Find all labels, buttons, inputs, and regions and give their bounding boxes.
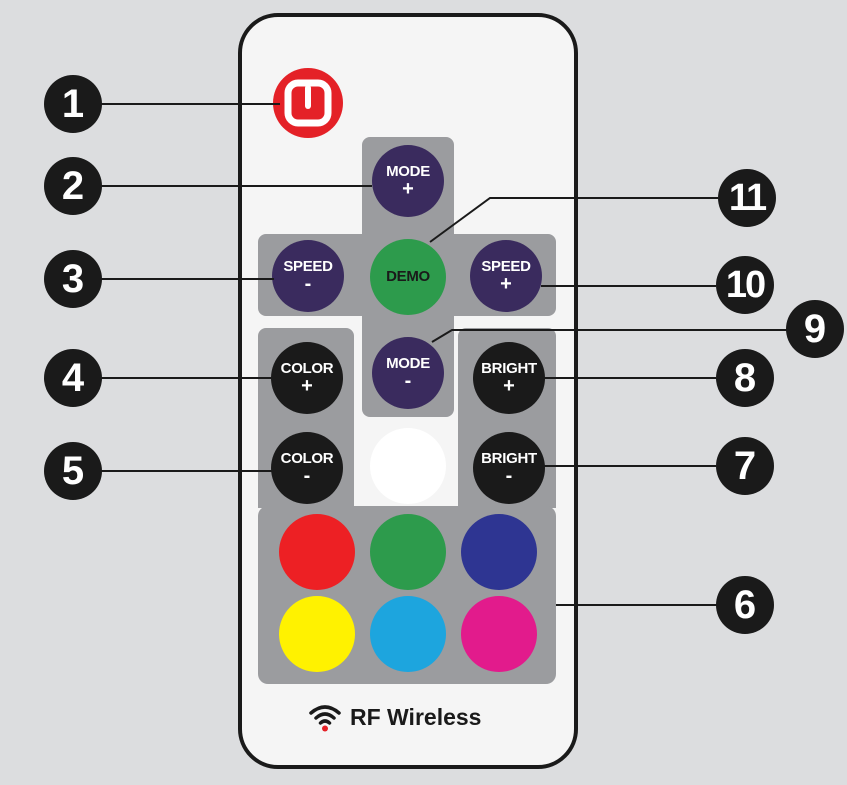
mode-plus-sign: + bbox=[402, 177, 414, 200]
mode-plus-label: MODE bbox=[386, 163, 430, 181]
speed-plus-label: SPEED bbox=[481, 258, 531, 276]
color-plus-button[interactable]: COLOR + bbox=[271, 342, 343, 414]
callout-1: 1 bbox=[44, 75, 102, 133]
rf-wireless-label: RF Wireless bbox=[350, 703, 482, 730]
power-button[interactable] bbox=[273, 68, 343, 138]
bright-plus-sign: + bbox=[503, 374, 515, 397]
callout-10: 10 bbox=[716, 256, 774, 314]
mode-minus-sign: - bbox=[404, 369, 412, 392]
demo-label: DEMO bbox=[386, 268, 430, 286]
color-swatch-yellow[interactable] bbox=[279, 596, 355, 672]
color-swatch-green[interactable] bbox=[370, 514, 446, 590]
callout-7: 7 bbox=[716, 437, 774, 495]
speed-minus-label: SPEED bbox=[283, 258, 333, 276]
power-icon bbox=[284, 79, 332, 127]
callout-3: 3 bbox=[44, 250, 102, 308]
mode-plus-button[interactable]: MODE + bbox=[372, 145, 444, 217]
bright-plus-button[interactable]: BRIGHT + bbox=[473, 342, 545, 414]
color-swatch-blue[interactable] bbox=[461, 514, 537, 590]
callout-6: 6 bbox=[716, 576, 774, 634]
bright-plus-label: BRIGHT bbox=[481, 360, 537, 378]
callout-9: 9 bbox=[786, 300, 844, 358]
rf-wireless-footer: RF Wireless bbox=[308, 700, 528, 734]
color-minus-label: COLOR bbox=[280, 450, 334, 468]
color-minus-button[interactable]: COLOR - bbox=[271, 432, 343, 504]
speed-plus-button[interactable]: SPEED + bbox=[470, 240, 542, 312]
mode-minus-button[interactable]: MODE - bbox=[372, 337, 444, 409]
speed-minus-sign: - bbox=[304, 272, 312, 295]
color-plus-label: COLOR bbox=[280, 360, 334, 378]
callout-4: 4 bbox=[44, 349, 102, 407]
bright-minus-sign: - bbox=[505, 464, 513, 487]
bright-minus-label: BRIGHT bbox=[481, 450, 537, 468]
color-minus-sign: - bbox=[303, 464, 311, 487]
color-swatch-red[interactable] bbox=[279, 514, 355, 590]
speed-plus-sign: + bbox=[500, 272, 512, 295]
demo-button[interactable]: DEMO bbox=[370, 239, 446, 315]
callout-11: 11 bbox=[718, 169, 776, 227]
callout-5: 5 bbox=[44, 442, 102, 500]
mode-minus-label: MODE bbox=[386, 355, 430, 373]
callout-2: 2 bbox=[44, 157, 102, 215]
color-swatch-magenta[interactable] bbox=[461, 596, 537, 672]
speed-minus-button[interactable]: SPEED - bbox=[272, 240, 344, 312]
callout-8: 8 bbox=[716, 349, 774, 407]
color-swatch-white[interactable] bbox=[370, 428, 446, 504]
color-swatch-cyan[interactable] bbox=[370, 596, 446, 672]
bright-minus-button[interactable]: BRIGHT - bbox=[473, 432, 545, 504]
wifi-signal-icon bbox=[309, 705, 341, 732]
color-plus-sign: + bbox=[301, 374, 313, 397]
